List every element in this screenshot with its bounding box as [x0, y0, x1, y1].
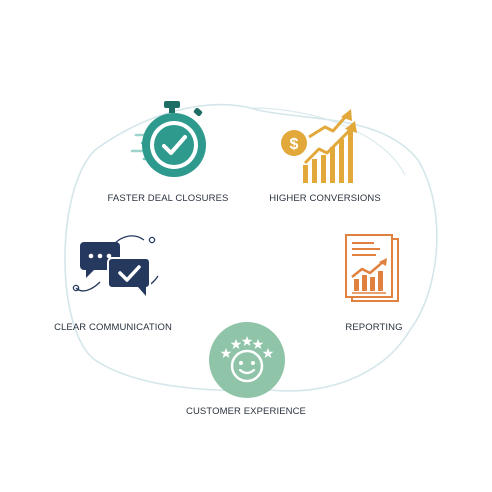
label-reporting: REPORTING — [345, 322, 403, 333]
label-higher-conversions: HIGHER CONVERSIONS — [269, 193, 381, 204]
label-clear-communication: CLEAR COMMUNICATION — [54, 322, 172, 333]
svg-text:$: $ — [290, 136, 299, 153]
chat-bubbles-icon — [72, 235, 159, 296]
dollar-growth-chart-icon: $ — [281, 109, 357, 183]
stopwatch-check-icon — [130, 101, 206, 177]
smiley-stars-icon — [209, 322, 285, 398]
report-document-icon — [345, 234, 399, 302]
label-customer-experience: CUSTOMER EXPERIENCE — [186, 406, 306, 417]
label-faster-deal-closures: FASTER DEAL CLOSURES — [107, 193, 229, 204]
